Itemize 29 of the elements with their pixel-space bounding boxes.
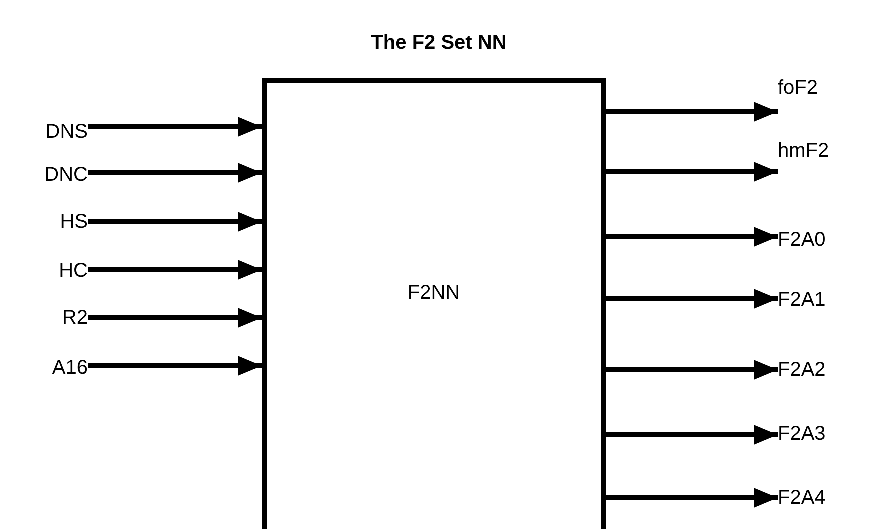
output-label: F2A3 xyxy=(778,422,826,446)
input-label: DNS xyxy=(46,120,88,144)
box-label: F2NN xyxy=(408,281,460,305)
input-label: R2 xyxy=(62,306,88,330)
arrow xyxy=(606,102,778,122)
output-label: hmF2 xyxy=(778,139,830,163)
input-label: HS xyxy=(60,210,88,234)
arrow xyxy=(88,163,262,183)
arrow xyxy=(606,227,778,247)
arrow xyxy=(88,356,262,376)
output-label: F2A4 xyxy=(778,486,826,510)
diagram-title: The F2 Set NN xyxy=(370,32,508,55)
arrow xyxy=(88,212,262,232)
arrow xyxy=(606,289,778,309)
input-label: HC xyxy=(59,259,88,283)
arrow xyxy=(88,260,262,280)
output-label: F2A0 xyxy=(778,228,826,252)
input-label: A16 xyxy=(52,356,88,380)
arrow xyxy=(606,162,778,182)
output-label: foF2 xyxy=(778,76,818,100)
arrow xyxy=(606,425,778,445)
process-box xyxy=(262,78,606,529)
output-label: F2A1 xyxy=(778,288,826,312)
arrow xyxy=(88,308,262,328)
arrow xyxy=(606,488,778,508)
arrow xyxy=(606,360,778,380)
input-label: DNC xyxy=(44,163,88,187)
output-label: F2A2 xyxy=(778,358,826,382)
arrow xyxy=(88,117,262,137)
